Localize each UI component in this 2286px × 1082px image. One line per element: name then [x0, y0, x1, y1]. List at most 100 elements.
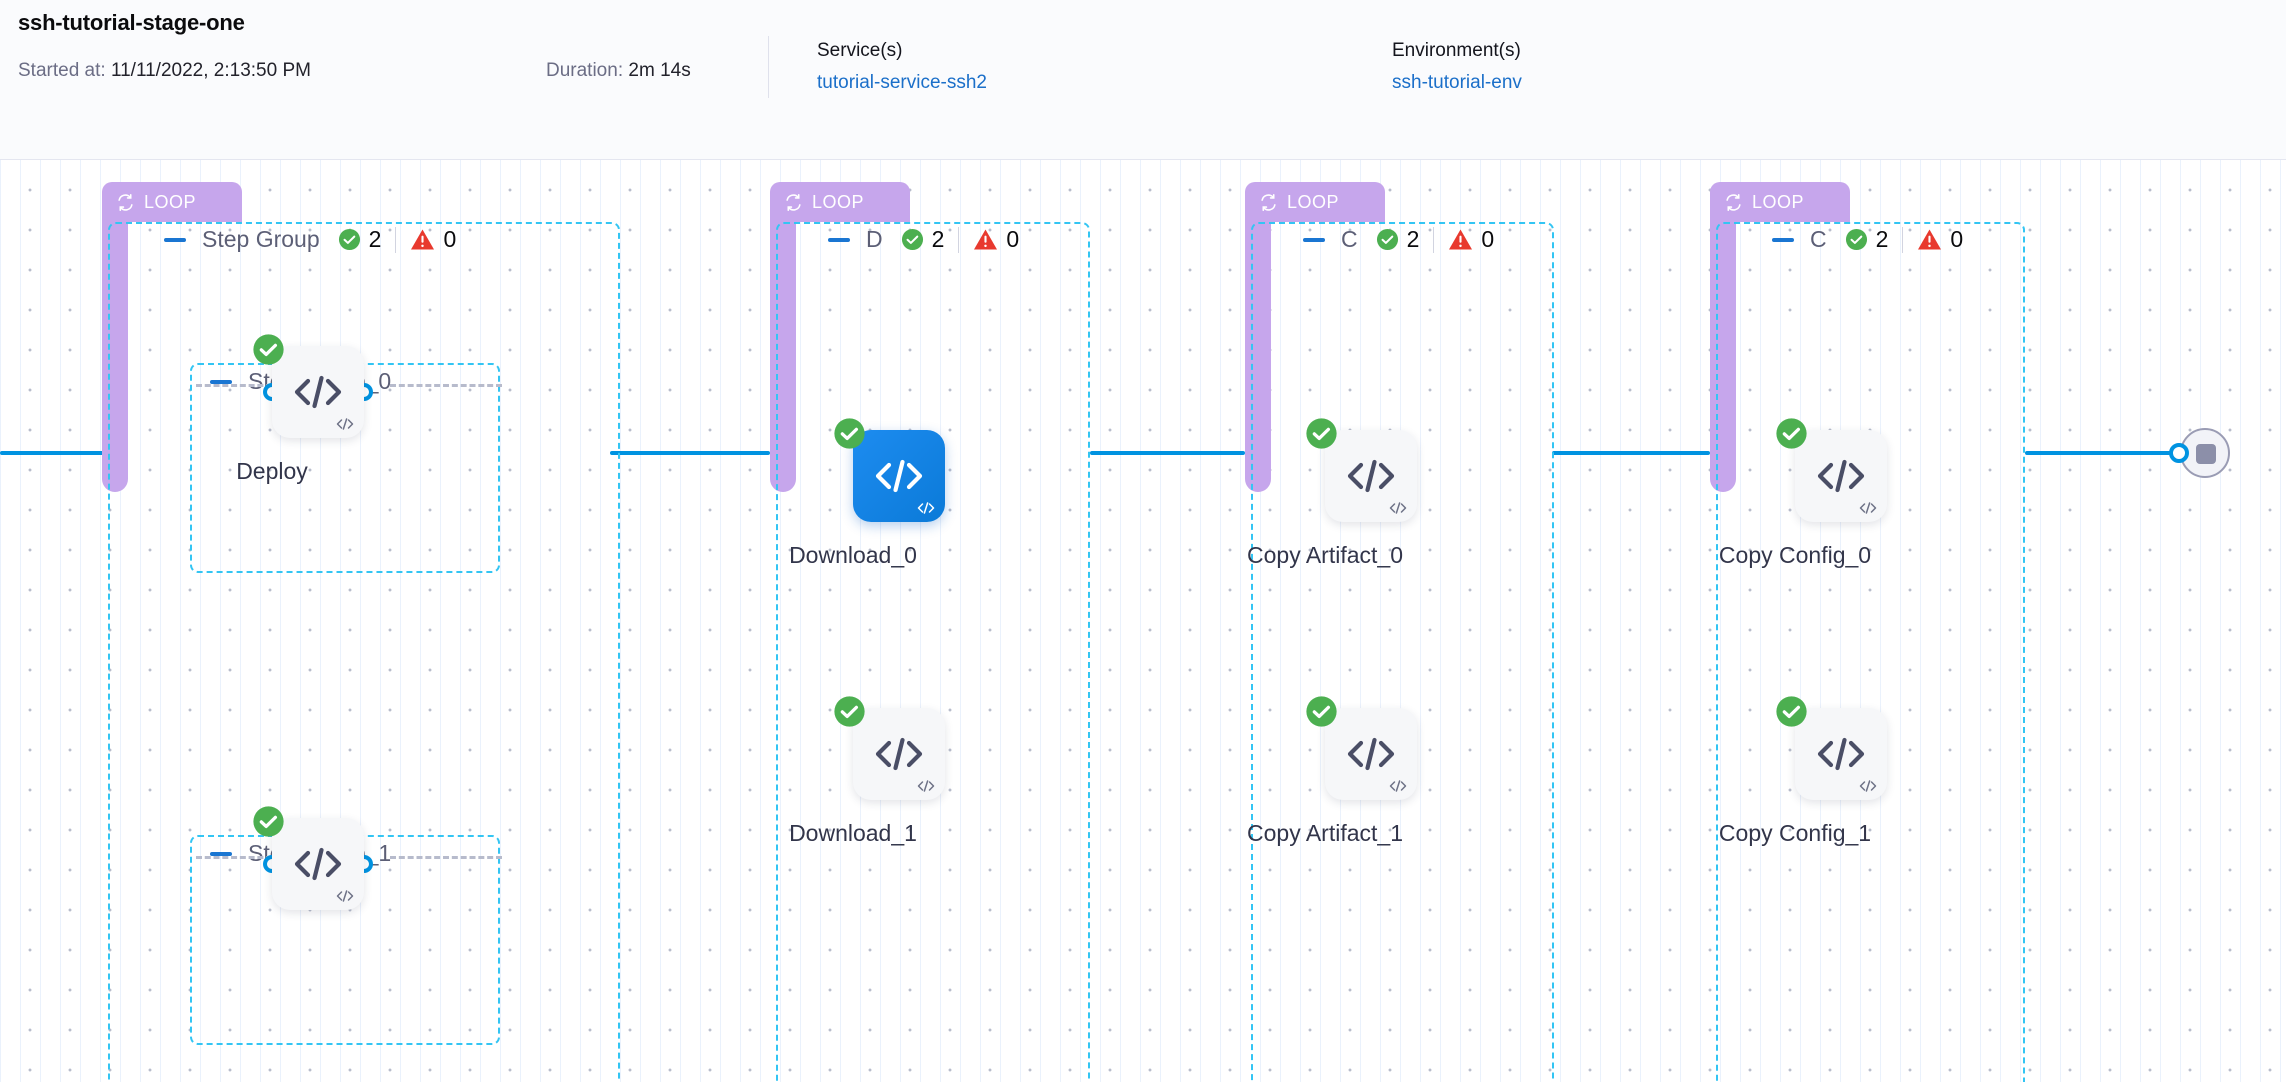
node-tile[interactable] — [1795, 708, 1887, 800]
group-header-step-group[interactable]: Step Group 2 0 — [164, 226, 456, 253]
loop-icon — [1726, 193, 1741, 211]
success-check-icon — [338, 228, 360, 251]
loop-bar — [1245, 182, 1271, 492]
error-counter: 0 — [1917, 226, 1963, 253]
node-tile[interactable] — [1325, 708, 1417, 800]
code-corner-icon — [1859, 502, 1877, 514]
node-tile[interactable] — [1325, 430, 1417, 522]
loop-badge-label: LOOP — [1752, 192, 1805, 212]
node-label: Copy Config_1 — [1718, 820, 1872, 846]
loop-badge[interactable]: LOOP — [102, 182, 242, 222]
node-label: Download_1 — [789, 820, 917, 846]
success-counter: 2 — [1845, 226, 1889, 253]
node-tile[interactable] — [853, 430, 945, 522]
loop-badge-label: LOOP — [812, 192, 865, 212]
success-check-icon — [1776, 696, 1807, 727]
loop-badge-label: LOOP — [1287, 192, 1340, 212]
error-count: 0 — [1950, 226, 1964, 252]
error-warning-icon — [1449, 229, 1473, 250]
page-title: ssh-tutorial-stage-one — [18, 10, 245, 35]
edge-loop3-to-loop4 — [1552, 451, 1710, 455]
loop-badge[interactable]: LOOP — [1245, 182, 1385, 222]
loop-badge[interactable]: LOOP — [1710, 182, 1850, 222]
collapse-toggle-icon[interactable] — [164, 237, 186, 242]
loop-badge[interactable]: LOOP — [770, 182, 910, 222]
stop-node-port[interactable] — [2169, 443, 2189, 463]
collapse-toggle-icon[interactable] — [210, 379, 232, 384]
code-corner-icon — [917, 502, 935, 514]
collapse-toggle-icon[interactable] — [210, 851, 232, 856]
success-check-icon — [1845, 228, 1867, 251]
group-box-copy-config[interactable] — [1716, 222, 2025, 1082]
counter-divider — [395, 226, 397, 253]
group-header-copy-config[interactable]: C 2 0 — [1772, 226, 1963, 253]
started-at-label: Started at: — [18, 60, 106, 81]
edge-loop1-to-loop2 — [610, 451, 770, 455]
stop-square-icon — [2196, 444, 2216, 464]
group-name: C — [1341, 226, 1358, 252]
duration-value: 2m 14s — [628, 60, 691, 81]
service-link[interactable]: tutorial-service-ssh2 — [817, 72, 987, 93]
group-box-copy-artifact[interactable] — [1251, 222, 1554, 1082]
error-count: 0 — [1006, 226, 1020, 252]
node-label: Copy Config_0 — [1718, 542, 1872, 568]
node-label: Copy Artifact_1 — [1247, 820, 1403, 846]
group-header-step-group-0[interactable]: Step Group_0 — [210, 368, 409, 395]
success-count: 2 — [1875, 226, 1889, 252]
error-warning-icon — [1918, 229, 1942, 250]
success-count: 2 — [931, 226, 945, 252]
service-label: Service(s) — [817, 40, 903, 61]
success-check-icon — [1306, 418, 1337, 449]
counter-divider — [1902, 226, 1904, 253]
group-header-step-group-1[interactable]: Step Group_1 — [210, 840, 409, 867]
group-name: Step Group — [202, 226, 320, 252]
edge-loop4-to-end — [2025, 451, 2180, 455]
code-icon — [1817, 459, 1865, 493]
code-corner-icon — [1389, 502, 1407, 514]
loop-badge-label: LOOP — [144, 192, 197, 212]
success-count: 2 — [1406, 226, 1420, 252]
error-count: 0 — [443, 226, 457, 252]
group-box-step-group[interactable] — [108, 222, 620, 1082]
group-header-copy-artifact[interactable]: C 2 0 — [1303, 226, 1494, 253]
environment-link[interactable]: ssh-tutorial-env — [1392, 72, 1522, 93]
group-box-download[interactable] — [776, 222, 1090, 1082]
node-tile[interactable] — [1795, 430, 1887, 522]
success-counter: 2 — [901, 226, 945, 253]
group-name: C — [1810, 226, 1827, 252]
counter-divider — [1433, 226, 1435, 253]
success-check-icon — [834, 696, 865, 727]
success-counter: 2 — [1376, 226, 1420, 253]
group-name: D — [866, 226, 883, 252]
node-tile[interactable] — [272, 818, 364, 910]
code-corner-icon — [1859, 780, 1877, 792]
code-icon — [294, 847, 342, 881]
duration-label: Duration: — [546, 60, 624, 81]
code-corner-icon — [1389, 780, 1407, 792]
node-tile[interactable] — [853, 708, 945, 800]
collapse-toggle-icon[interactable] — [1303, 237, 1325, 242]
node-connector-right — [390, 384, 502, 387]
code-icon — [294, 375, 342, 409]
pipeline-canvas[interactable]: LOOP Step Group 2 0 Step Group_0 — [0, 160, 2286, 1082]
loop-bar — [1710, 182, 1736, 492]
success-check-icon — [253, 334, 284, 365]
code-icon — [875, 737, 923, 771]
node-tile[interactable] — [272, 346, 364, 438]
header-divider — [768, 36, 769, 98]
error-warning-icon — [974, 229, 998, 250]
environment-column: Environment(s) ssh-tutorial-env — [1392, 40, 1522, 94]
code-corner-icon — [917, 780, 935, 792]
node-connector-left — [196, 384, 316, 387]
success-counter: 2 — [338, 226, 382, 253]
group-header-download[interactable]: D 2 0 — [828, 226, 1019, 253]
collapse-toggle-icon[interactable] — [1772, 237, 1794, 242]
success-check-icon — [1306, 696, 1337, 727]
service-column: Service(s) tutorial-service-ssh2 — [817, 40, 987, 94]
loop-icon — [118, 193, 133, 211]
success-count: 2 — [368, 226, 382, 252]
duration: Duration: 2m 14s — [546, 60, 691, 82]
loop-bar — [770, 182, 796, 492]
error-counter: 0 — [1448, 226, 1494, 253]
collapse-toggle-icon[interactable] — [828, 237, 850, 242]
